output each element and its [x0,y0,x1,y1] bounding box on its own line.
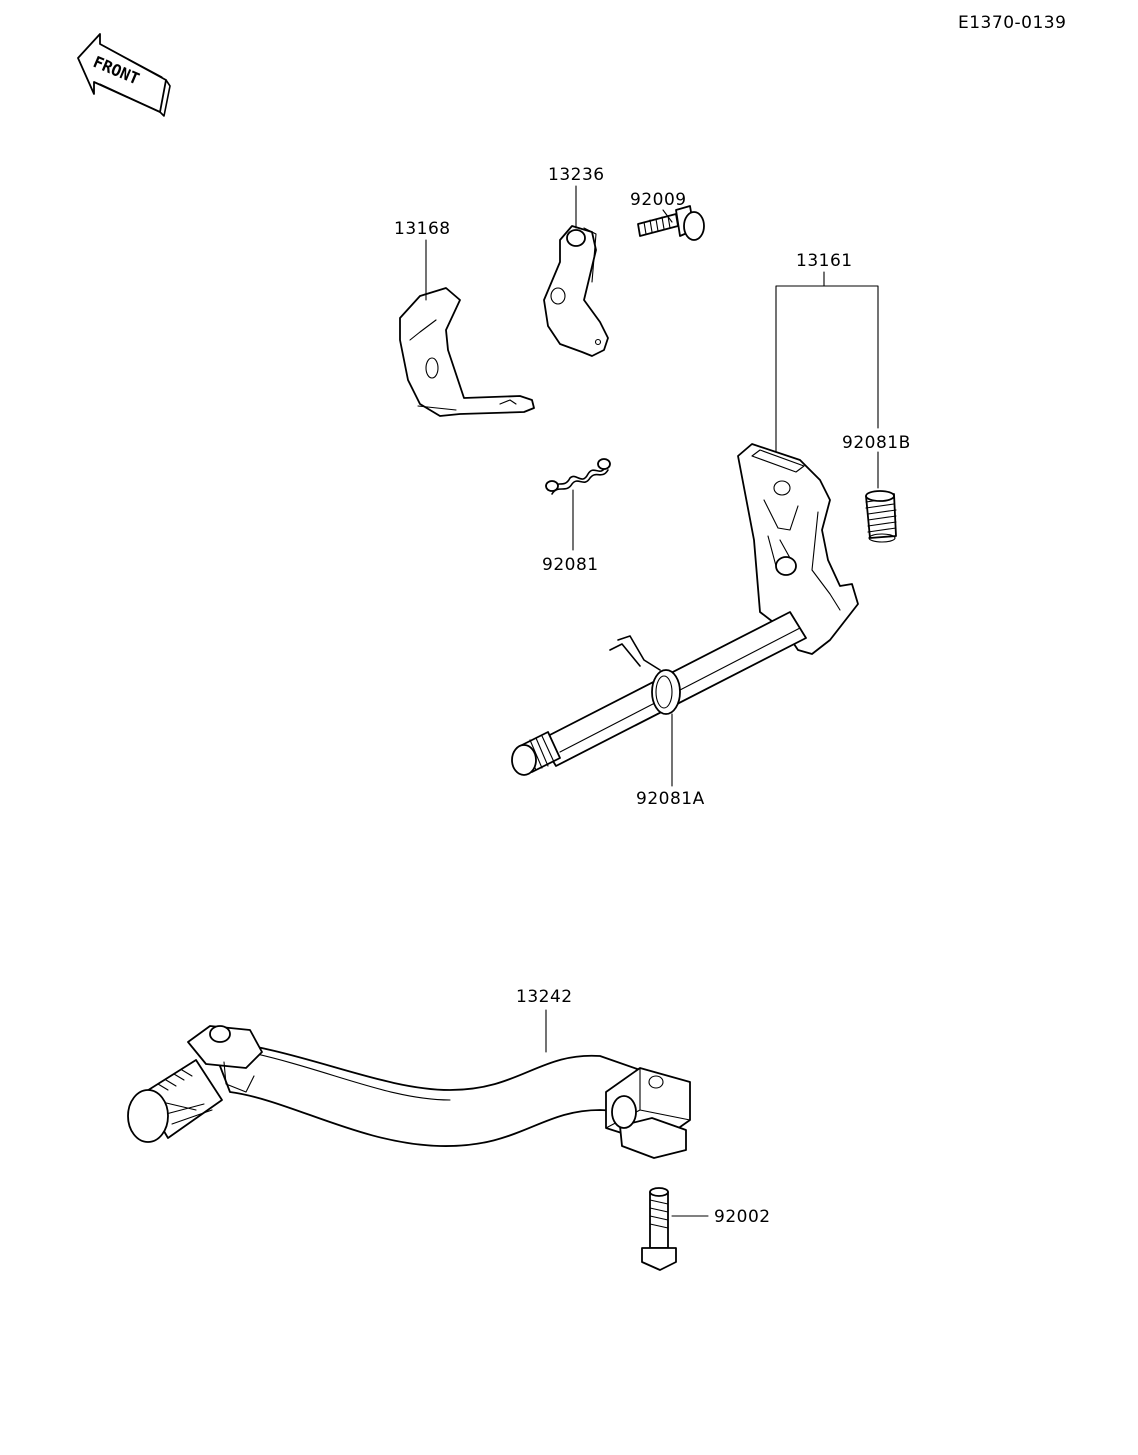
label-92081A: 92081A [636,789,705,809]
part-92081-spring [545,458,611,495]
part-13168-plate [399,287,535,417]
part-92002-bolt [641,1187,677,1271]
diagram-code: E1370-0139 [958,13,1066,33]
label-13161: 13161 [796,251,853,271]
part-13161-shift-shaft [511,443,859,776]
part-13242-shift-pedal [127,1025,691,1159]
bracket-13161 [775,285,879,455]
label-92009: 92009 [630,190,687,210]
leader-92009 [662,209,673,223]
front-arrow-icon: FRONT [77,33,171,117]
part-92081B-spring [865,490,897,543]
label-13242: 13242 [516,987,573,1007]
label-13236: 13236 [548,165,605,185]
part-13236-bracket [543,225,609,357]
label-92081: 92081 [542,555,599,575]
label-13168: 13168 [394,219,451,239]
part-92009-bolt [637,205,705,241]
label-92081B: 92081B [842,433,911,453]
label-92002: 92002 [714,1207,771,1227]
